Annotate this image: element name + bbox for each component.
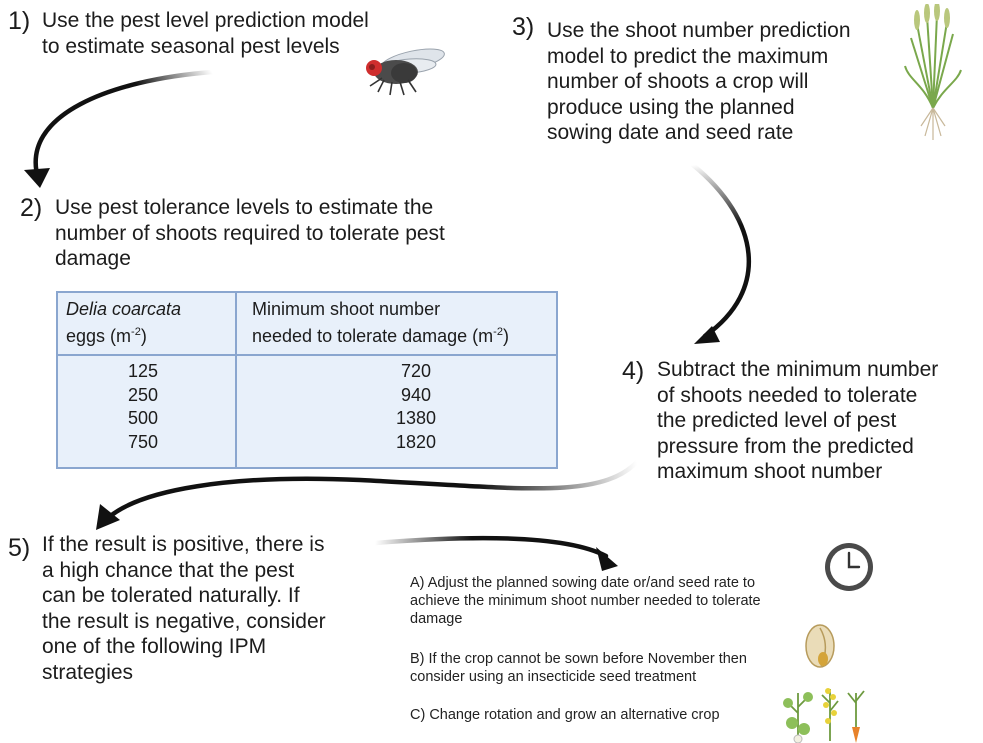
step-2-text: Use pest tolerance levels to estimate th… bbox=[55, 196, 445, 270]
shoots-header-line1: Minimum shoot number bbox=[252, 299, 441, 319]
wheat-plant-icon bbox=[904, 4, 962, 140]
arrow-1-to-2 bbox=[33, 69, 215, 181]
arrow-3-to-4 bbox=[690, 162, 752, 339]
arrow-4-to-5 bbox=[105, 459, 640, 521]
arrow-5-to-options bbox=[372, 535, 609, 559]
shoots-header-line2: needed to tolerate damage (m bbox=[252, 326, 494, 346]
option-b-text: B) If the crop cannot be sown before Nov… bbox=[410, 651, 747, 685]
table-cell-eggs: 500 bbox=[127, 408, 159, 428]
table-cell-eggs: 250 bbox=[127, 384, 159, 405]
table-cell-shoots: 1380 bbox=[395, 408, 437, 428]
step-1-number: 1) bbox=[8, 7, 31, 35]
arrowhead-5-to-options bbox=[596, 547, 618, 571]
table-header-shoots: Minimum shoot number needed to tolerate … bbox=[252, 299, 509, 346]
eggs-unit-label: eggs (m bbox=[66, 326, 132, 346]
table-header-eggs: Delia coarcata eggs (m-2) bbox=[66, 299, 182, 346]
pest-tolerance-table: Delia coarcata eggs (m-2) Minimum shoot … bbox=[56, 291, 558, 469]
step-4-number: 4) bbox=[622, 357, 645, 385]
arrowhead-1-to-2 bbox=[24, 168, 50, 188]
option-c-text: C) Change rotation and grow an alternati… bbox=[410, 707, 720, 723]
step-1-text: Use the pest level prediction model to e… bbox=[42, 9, 369, 58]
step-5-text: If the result is positive, there is a hi… bbox=[42, 533, 326, 684]
option-a-text: A) Adjust the planned sowing date or/and… bbox=[410, 575, 761, 627]
fly-icon bbox=[366, 48, 445, 96]
step-5-number: 5) bbox=[8, 534, 31, 562]
table-cell-shoots: 720 bbox=[400, 361, 432, 381]
clock-icon bbox=[825, 543, 873, 591]
table-cell-eggs: 125 bbox=[127, 361, 159, 381]
table-divider-horizontal bbox=[58, 354, 556, 356]
step-3-text: Use the shoot number prediction model to… bbox=[547, 19, 851, 144]
seed-icon bbox=[805, 624, 835, 668]
table-divider-vertical bbox=[235, 293, 237, 467]
eggs-column: 125 250 500 750 bbox=[108, 360, 178, 454]
crop-plants-icon bbox=[783, 688, 865, 743]
shoots-column: 720 940 1380 1820 bbox=[376, 360, 456, 454]
step-4-text: Subtract the minimum number of shoots ne… bbox=[657, 358, 939, 483]
table-cell-shoots: 1820 bbox=[395, 431, 437, 452]
step-2-number: 2) bbox=[20, 194, 43, 222]
table-cell-eggs: 750 bbox=[127, 431, 159, 452]
table-cell-shoots: 940 bbox=[400, 384, 432, 405]
step-3-number: 3) bbox=[512, 13, 535, 41]
arrowhead-3-to-4 bbox=[694, 326, 720, 344]
arrowhead-4-to-5 bbox=[96, 504, 120, 530]
species-name: Delia coarcata bbox=[66, 299, 182, 319]
